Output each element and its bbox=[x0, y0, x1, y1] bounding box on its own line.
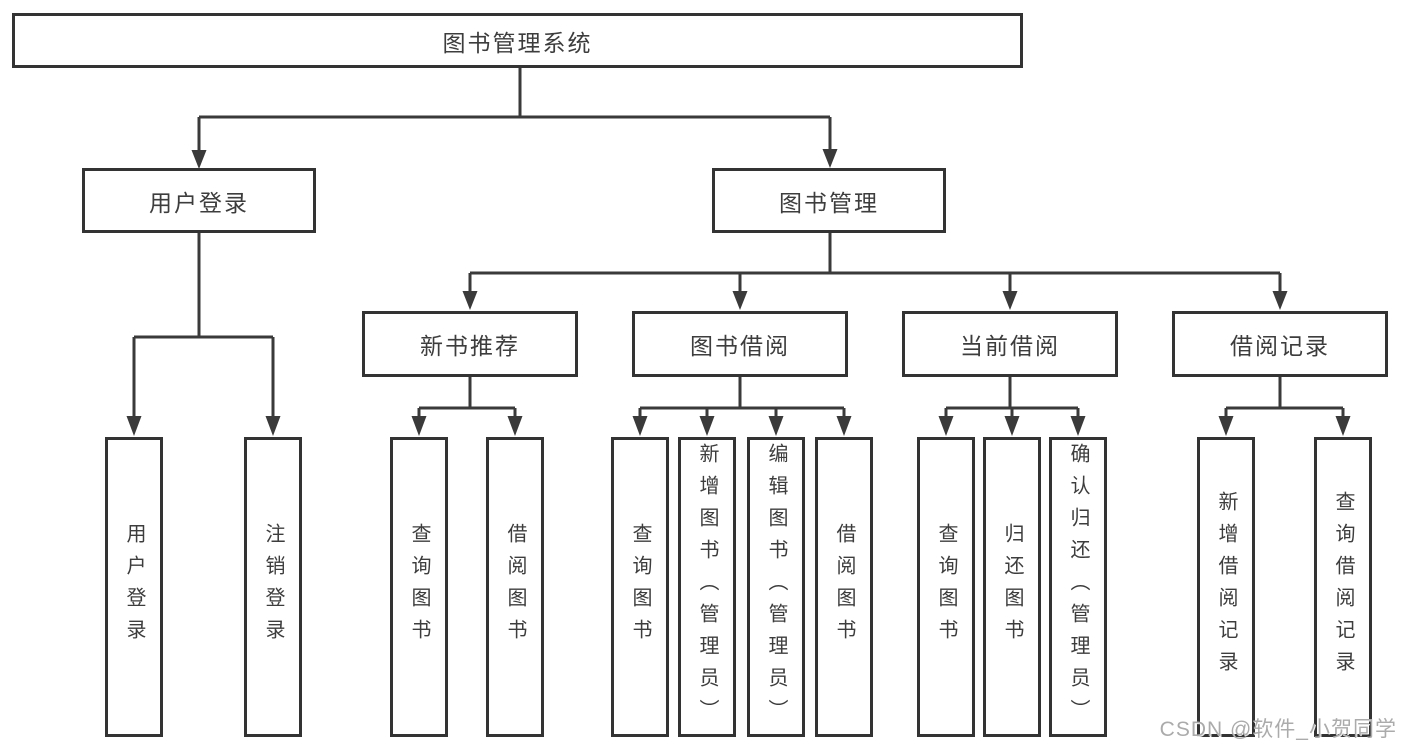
node-leaf-query-borrow-record: 查询借阅记录 bbox=[1314, 437, 1372, 737]
node-section-new-book-recommend: 新书推荐 bbox=[362, 311, 578, 377]
leaf-label: 查询图书 bbox=[935, 523, 957, 651]
connector-section-borrow bbox=[632, 377, 852, 436]
node-leaf-query-books-borrow: 查询图书 bbox=[611, 437, 669, 737]
node-section-book-borrow: 图书借阅 bbox=[632, 311, 848, 377]
leaf-label: 新增图书（管理员） bbox=[696, 443, 718, 731]
leaf-label: 借阅图书 bbox=[504, 523, 526, 651]
leaf-label: 编辑图书（管理员） bbox=[765, 443, 787, 731]
leaf-label: 归还图书 bbox=[1001, 523, 1023, 651]
leaf-label: 确认归还（管理员） bbox=[1067, 443, 1089, 731]
csdn-watermark: CSDN @软件_小贺同学 bbox=[1159, 718, 1397, 741]
node-leaf-borrow-books-recommend: 借阅图书 bbox=[486, 437, 544, 737]
node-leaf-query-books-recommend: 查询图书 bbox=[390, 437, 448, 737]
node-leaf-borrow-books: 借阅图书 bbox=[815, 437, 873, 737]
node-section-borrow-records: 借阅记录 bbox=[1172, 311, 1388, 377]
node-leaf-user-login: 用户登录 bbox=[105, 437, 163, 737]
node-leaf-logout: 注销登录 bbox=[244, 437, 302, 737]
node-leaf-confirm-return-admin: 确认归还（管理员） bbox=[1049, 437, 1107, 737]
node-leaf-query-books-current: 查询图书 bbox=[917, 437, 975, 737]
leaf-label: 查询图书 bbox=[629, 523, 651, 651]
connector-root-to-level2 bbox=[191, 68, 838, 169]
node-leaf-add-borrow-record: 新增借阅记录 bbox=[1197, 437, 1255, 737]
leaf-label: 注销登录 bbox=[262, 523, 284, 651]
node-leaf-add-book-admin: 新增图书（管理员） bbox=[678, 437, 736, 737]
connector-login-subtree bbox=[126, 233, 281, 436]
leaf-label: 新增借阅记录 bbox=[1215, 491, 1237, 683]
node-library-system: 图书管理系统 bbox=[12, 13, 1023, 68]
leaf-label: 借阅图书 bbox=[833, 523, 855, 651]
connector-management-to-sections bbox=[462, 233, 1288, 310]
connector-section-recommend bbox=[411, 377, 523, 436]
connector-section-records bbox=[1218, 377, 1351, 436]
node-leaf-edit-book-admin: 编辑图书（管理员） bbox=[747, 437, 805, 737]
leaf-label: 查询图书 bbox=[408, 523, 430, 651]
connector-section-current bbox=[938, 377, 1086, 436]
node-user-login: 用户登录 bbox=[82, 168, 316, 233]
node-section-current-borrow: 当前借阅 bbox=[902, 311, 1118, 377]
leaf-label: 用户登录 bbox=[123, 523, 145, 651]
node-leaf-return-books: 归还图书 bbox=[983, 437, 1041, 737]
node-book-management: 图书管理 bbox=[712, 168, 946, 233]
leaf-label: 查询借阅记录 bbox=[1332, 491, 1354, 683]
